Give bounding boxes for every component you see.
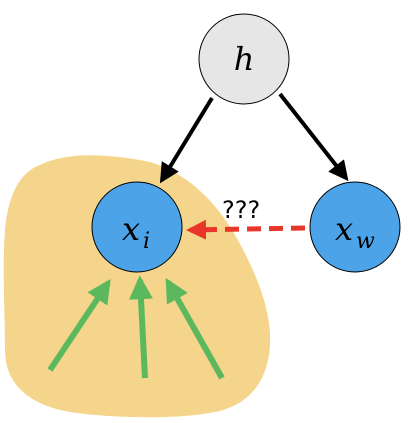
- node-xi-subscript: i: [143, 229, 150, 254]
- edge-xw-to-xi: [186, 219, 306, 240]
- context-arrow-right: [165, 277, 225, 380]
- node-xw: [309, 181, 401, 273]
- node-h: [198, 13, 290, 105]
- context-arrow-middle: [128, 275, 153, 379]
- context-arrow-left: [47, 279, 111, 372]
- node-xw-subscript: w: [356, 229, 375, 254]
- edge-h-to-xw: [278, 92, 349, 182]
- node-xi: [91, 181, 183, 273]
- node-xw-label: x: [335, 210, 353, 248]
- node-h-label: h: [234, 40, 255, 78]
- edge-h-to-xi: [159, 96, 214, 184]
- edge-question-label: ???: [222, 196, 260, 224]
- node-xi-label: x: [122, 210, 140, 248]
